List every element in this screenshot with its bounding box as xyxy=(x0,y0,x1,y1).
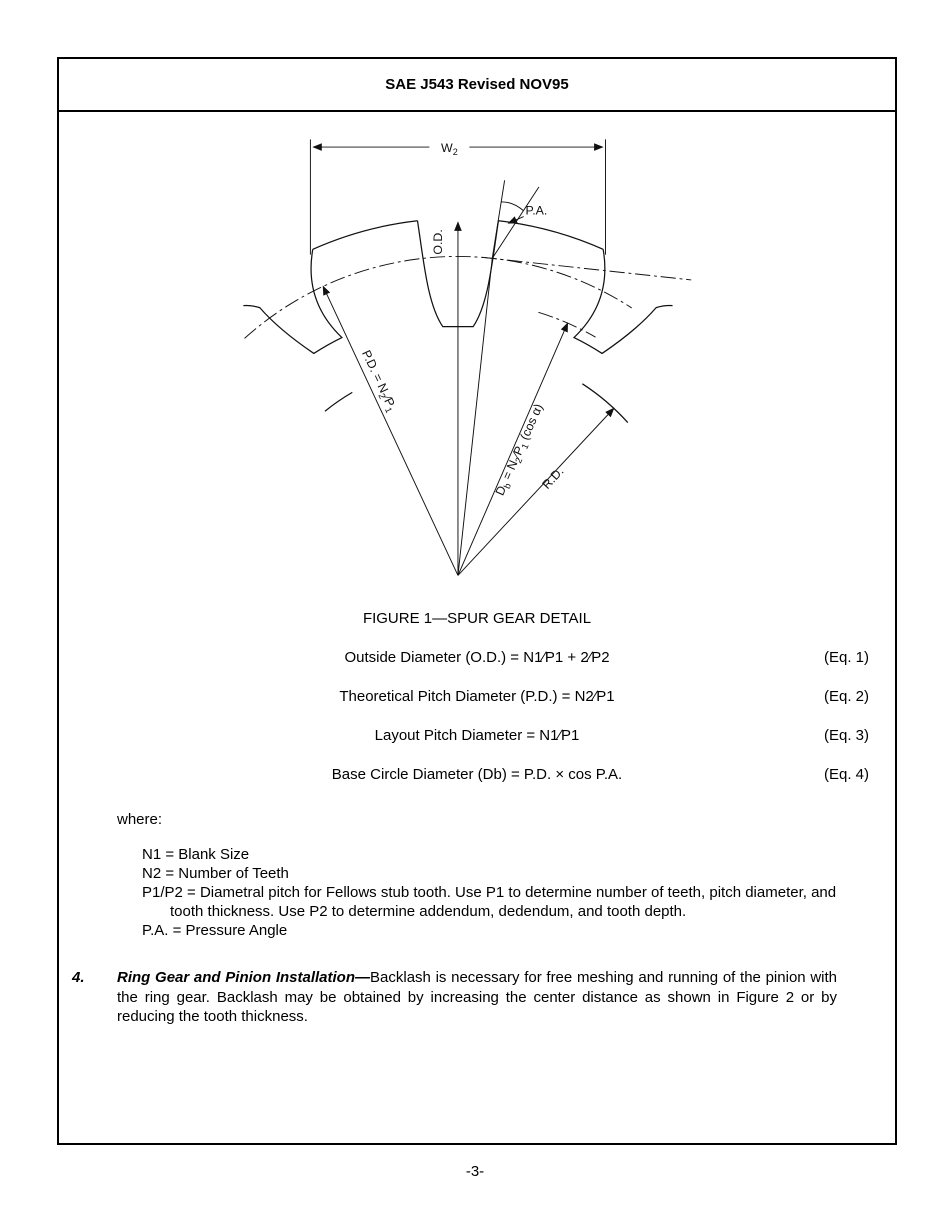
pressure-angle-line-b xyxy=(491,186,540,259)
definitions-list: N1 = Blank Size N2 = Number of Teeth P1/… xyxy=(142,845,837,940)
equation-row-4: Base Circle Diameter (Db) = P.D. × cos P… xyxy=(85,766,869,783)
definition-pa: P.A. = Pressure Angle xyxy=(142,922,288,939)
equation-row-3: Layout Pitch Diameter = N1∕P1 (Eq. 3) xyxy=(85,727,869,744)
definition-n1: N1 = Blank Size xyxy=(142,846,250,863)
gear-right-flank xyxy=(572,249,673,355)
equation-tag: (Eq. 2) xyxy=(823,688,869,705)
figure-caption: FIGURE 1—SPUR GEAR DETAIL xyxy=(362,610,592,627)
gear-outer-arc-left xyxy=(312,220,418,250)
equation-row-1: Outside Diameter (O.D.) = N1∕P1 + 2∕P2 (… xyxy=(85,649,869,666)
equation-text: Outside Diameter (O.D.) = N1∕P1 + 2∕P2 xyxy=(344,649,610,666)
equation-tag: (Eq. 1) xyxy=(823,649,869,666)
section-number: 4. xyxy=(72,969,85,986)
equation-row-2: Theoretical Pitch Diameter (P.D.) = N2∕P… xyxy=(85,688,869,705)
equation-text: Theoretical Pitch Diameter (P.D.) = N2∕P… xyxy=(339,688,615,705)
header-title: SAE J543 Revised NOV95 xyxy=(385,76,569,93)
gear-outer-arc-right xyxy=(498,220,604,250)
db-label: Db = N2∕P1 (cos α) xyxy=(493,402,548,499)
definition-p1-p2: P1/P2 = Diametral pitch for Fellows stub… xyxy=(142,884,837,920)
page-number: -3- xyxy=(465,1163,485,1180)
page-frame: SAE J543 Revised NOV95 W2 xyxy=(57,57,897,1145)
pd-radial-line xyxy=(322,285,459,576)
spur-gear-figure: W2 O.D. P.A. xyxy=(243,139,692,576)
rd-radial-line xyxy=(457,407,615,576)
od-label: O.D. xyxy=(431,229,445,254)
pitch-tangent-line xyxy=(481,256,692,281)
section-heading: Ring Gear and Pinion Installation— xyxy=(117,969,371,986)
equation-text: Layout Pitch Diameter = N1∕P1 xyxy=(374,727,580,744)
section-4: 4. Ring Gear and Pinion Installation—Bac… xyxy=(72,968,838,1027)
definition-n2: N2 = Number of Teeth xyxy=(142,865,289,882)
pressure-angle-line-a xyxy=(491,180,506,259)
pa-leader-arrow xyxy=(507,216,524,224)
equation-tag: (Eq. 4) xyxy=(823,766,869,783)
section-body: Backlash is necessary for free meshing a… xyxy=(117,969,838,1025)
document-header: SAE J543 Revised NOV95 xyxy=(59,59,895,112)
root-arc-left xyxy=(324,391,353,412)
figure-area: W2 O.D. P.A. xyxy=(59,128,895,604)
pitch-point-radial-line xyxy=(457,258,493,576)
rd-label: R.D. xyxy=(539,464,566,492)
db-radial-line xyxy=(457,322,569,576)
equation-tag: (Eq. 3) xyxy=(823,727,869,744)
gear-left-flank xyxy=(243,249,343,355)
equation-text: Base Circle Diameter (Db) = P.D. × cos P… xyxy=(331,766,623,783)
where-label: where: xyxy=(117,811,163,828)
pitch-circle-arc xyxy=(244,255,632,339)
root-arc-right xyxy=(582,383,629,423)
pressure-angle-arc xyxy=(501,201,524,211)
pa-label: P.A. xyxy=(526,204,548,218)
equations-block: Outside Diameter (O.D.) = N1∕P1 + 2∕P2 (… xyxy=(59,649,895,783)
w2-label: W2 xyxy=(441,141,458,157)
